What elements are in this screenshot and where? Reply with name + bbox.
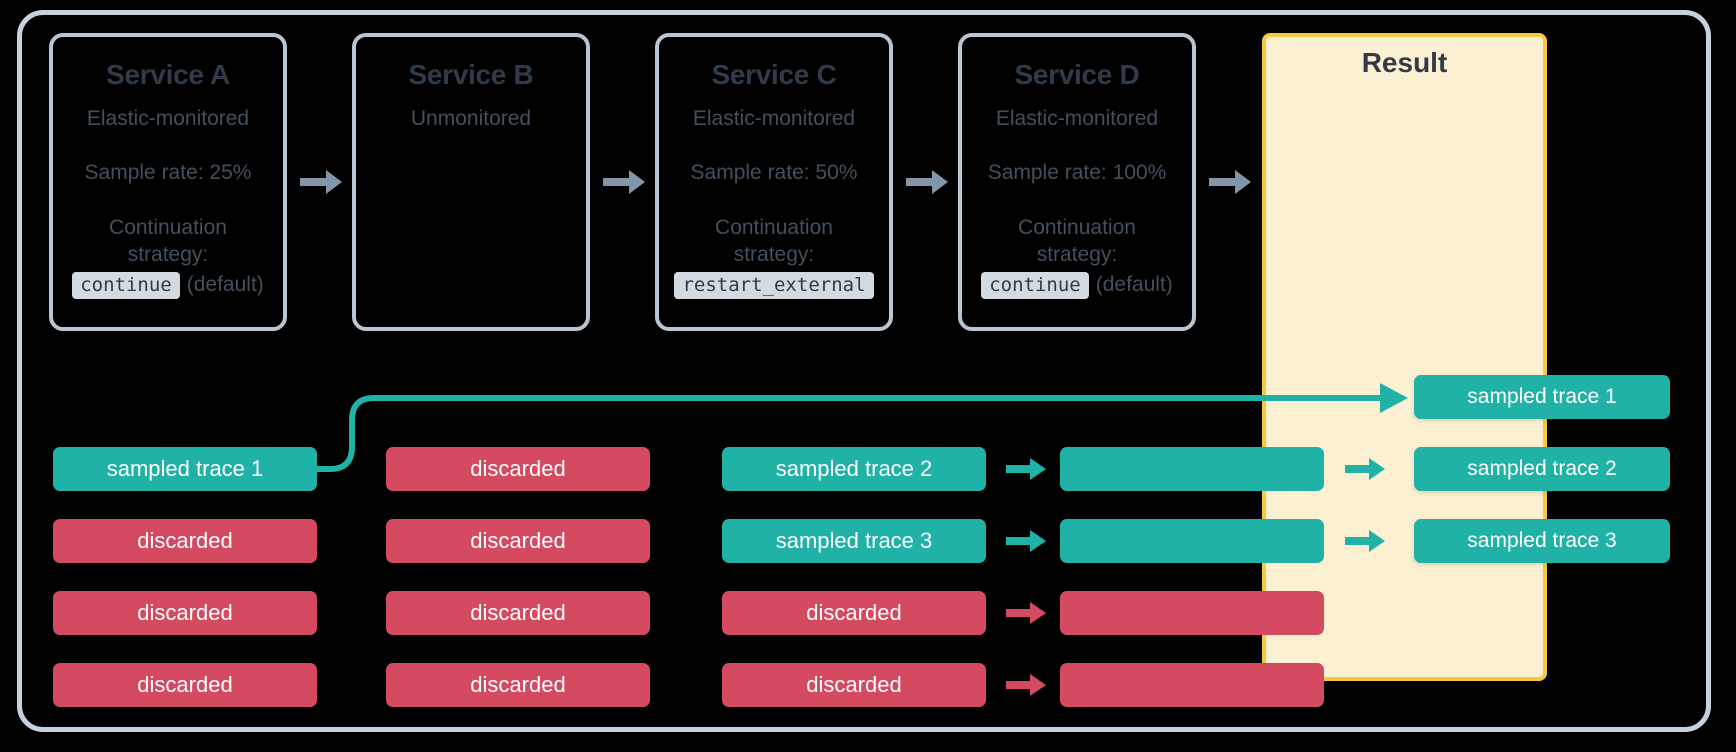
service-d-title: Service D bbox=[1014, 59, 1140, 90]
service-c-strategy-row: restart_external bbox=[659, 271, 889, 299]
service-d-strategy-row: continue (default) bbox=[962, 271, 1192, 299]
result-title: Result bbox=[1361, 47, 1448, 78]
service-a-strategy-row: continue (default) bbox=[53, 271, 283, 299]
trace-b-4: discarded bbox=[386, 663, 650, 707]
arrow-d2-to-result3-icon bbox=[1345, 528, 1385, 554]
trace-a-1: sampled trace 1 bbox=[53, 447, 317, 491]
service-c-title: Service C bbox=[711, 59, 837, 90]
arrow-c2-to-d2-icon bbox=[1006, 528, 1046, 554]
service-d-strategy-value: continue bbox=[981, 271, 1089, 299]
service-a-sample-rate: Sample rate: 25% bbox=[84, 161, 252, 184]
result-item-1: sampled trace 1 bbox=[1414, 375, 1670, 419]
arrow-a-to-b-icon bbox=[300, 167, 342, 197]
trace-b-3: discarded bbox=[386, 591, 650, 635]
arrow-c1-to-d1-icon bbox=[1006, 456, 1046, 482]
trace-d-2 bbox=[1060, 519, 1324, 563]
trace-a-2: discarded bbox=[53, 519, 317, 563]
service-c-sample-rate: Sample rate: 50% bbox=[690, 161, 858, 184]
service-a-monitoring: Elastic-monitored bbox=[86, 107, 250, 130]
arrow-d1-to-result2-icon bbox=[1345, 456, 1385, 482]
trace-c-3: discarded bbox=[722, 591, 986, 635]
outer-frame bbox=[17, 10, 1711, 732]
trace-c-4: discarded bbox=[722, 663, 986, 707]
service-b-monitoring: Unmonitored bbox=[410, 107, 532, 130]
trace-b-2: discarded bbox=[386, 519, 650, 563]
service-d-sample-rate: Sample rate: 100% bbox=[987, 161, 1167, 184]
trace-a-3: discarded bbox=[53, 591, 317, 635]
trace-c-1: sampled trace 2 bbox=[722, 447, 986, 491]
service-box-b: Service B Unmonitored bbox=[352, 33, 590, 331]
service-box-a: Service A Elastic-monitored Sample rate:… bbox=[49, 33, 287, 331]
result-item-2: sampled trace 2 bbox=[1414, 447, 1670, 491]
service-a-title: Service A bbox=[106, 59, 230, 90]
arrow-c4-to-d4-icon bbox=[1006, 672, 1046, 698]
service-a-strategy-note: (default) bbox=[186, 273, 264, 297]
arrow-c3-to-d3-icon bbox=[1006, 600, 1046, 626]
trace-d-3 bbox=[1060, 591, 1324, 635]
service-b-title: Service B bbox=[408, 59, 534, 90]
result-item-3: sampled trace 3 bbox=[1414, 519, 1670, 563]
service-d-monitoring: Elastic-monitored bbox=[995, 107, 1159, 130]
service-c-strategy-value: restart_external bbox=[674, 271, 874, 299]
service-c-monitoring: Elastic-monitored bbox=[692, 107, 856, 130]
result-panel bbox=[1262, 33, 1547, 681]
trace-c-2: sampled trace 3 bbox=[722, 519, 986, 563]
service-box-d: Service D Elastic-monitored Sample rate:… bbox=[958, 33, 1196, 331]
arrow-c-to-d-icon bbox=[906, 167, 948, 197]
trace-d-1 bbox=[1060, 447, 1324, 491]
service-a-strategy-value: continue bbox=[72, 271, 180, 299]
trace-b-1: discarded bbox=[386, 447, 650, 491]
arrow-d-to-result-icon bbox=[1209, 167, 1251, 197]
arrow-b-to-c-icon bbox=[603, 167, 645, 197]
service-d-strategy-note: (default) bbox=[1095, 273, 1173, 297]
trace-d-4 bbox=[1060, 663, 1324, 707]
service-box-c: Service C Elastic-monitored Sample rate:… bbox=[655, 33, 893, 331]
trace-a-4: discarded bbox=[53, 663, 317, 707]
